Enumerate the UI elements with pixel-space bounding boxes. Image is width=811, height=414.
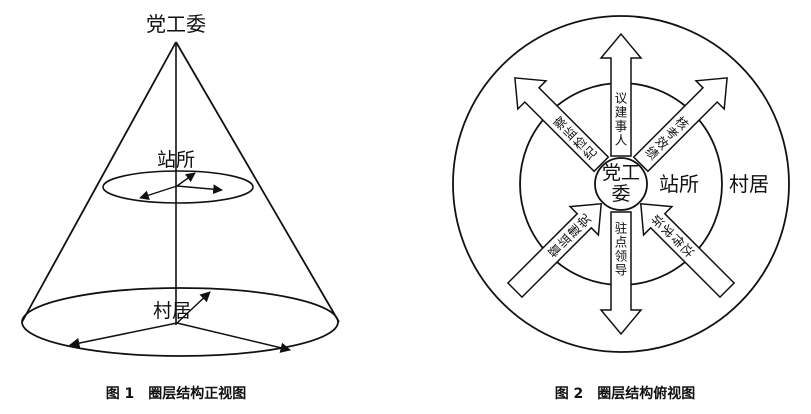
figure1-caption: 图 1 圈层结构正视图 [106,385,247,402]
base-radius-arrow-left [68,322,178,349]
fat-arrow-5 [514,77,610,173]
fat-arrow-0-char-2: 建 [615,105,628,120]
fat-arrow-0-char-1: 事 [615,119,628,134]
fat-arrow-3-char-3: 导 [615,263,628,278]
mid-radius-arrow-back [176,172,196,187]
mid-ellipse [102,170,254,204]
fat-arrow-3-char-1: 点 [615,235,628,250]
apex-label: 党工委 [146,12,206,36]
fat-arrow-0 [599,32,643,157]
cone-left-edge [21,41,177,323]
center-circle-dangongwei [594,157,648,211]
mid-label: 站所 [157,149,195,171]
fat-arrow-3-char-2: 领 [615,249,628,264]
fat-arrow-2 [639,202,736,299]
base-radius-arrow-right [176,322,292,353]
base-ellipse [21,287,339,357]
fat-arrow-4 [506,202,603,299]
fat-arrow-1 [632,77,728,173]
fat-arrow-0-char-3: 议 [615,91,628,106]
ring2-label: 站所 [659,172,699,196]
outer-ring-cunju [452,15,790,353]
center-label-line1: 党工 [602,162,640,184]
cone-right-edge [175,41,340,323]
fat-arrow-3-char-0: 驻 [615,221,628,236]
fat-arrow-3 [599,211,643,336]
fat-arrow-0-char-0: 人 [615,133,628,148]
mid-radius-arrow-right [176,184,223,195]
mid-radius-arrow-left [139,185,178,200]
figure2-caption: 图 2 圈层结构俯视图 [555,385,696,402]
figure1-cone: 党工委 站所 村居 图 1 圈层结构正视图 [21,12,340,402]
base-radius-arrow-back [176,291,211,324]
ring3-label: 村居 [729,172,769,196]
base-label: 村居 [153,300,191,322]
center-label-line2: 委 [611,183,630,205]
